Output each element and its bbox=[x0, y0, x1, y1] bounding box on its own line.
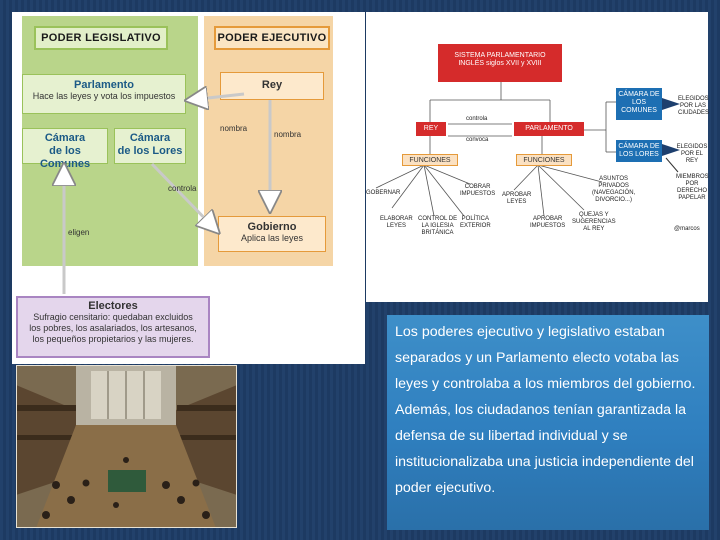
label-nombra-2: nombra bbox=[274, 130, 302, 139]
map-elegidos-lores-l2: POR EL REY bbox=[680, 151, 703, 164]
map-asuntos: ASUNTOS PRIVADOS (NAVEGACIÓN, DIVORCIO..… bbox=[592, 176, 635, 204]
map-elaborar: ELABORAR LEYES bbox=[380, 216, 413, 230]
map-camara-comunes: CÁMARA DE LOS COMUNES bbox=[616, 88, 662, 120]
map-politica-l1: POLÍTICA bbox=[461, 216, 489, 222]
map-aprobar-impuestos: APROBAR IMPUESTOS bbox=[530, 216, 565, 230]
map-parlamento: PARLAMENTO bbox=[514, 122, 584, 136]
legislative-header: PODER LEGISLATIVO bbox=[34, 26, 168, 50]
map-elegidos-comunes: ELEGIDOS POR LAS CIUDADES bbox=[678, 96, 710, 117]
lords-line1: Cámara bbox=[129, 132, 171, 144]
summary-text: Los poderes ejecutivo y legislativo esta… bbox=[395, 324, 696, 496]
lords-line2: de los Lores bbox=[117, 145, 183, 157]
map-miembros-l4: PAPELAR bbox=[678, 195, 706, 201]
executive-header: PODER EJECUTIVO bbox=[214, 26, 330, 50]
map-elegidos-lores: ELEGIDOS POR EL REY bbox=[676, 144, 708, 165]
map-camara-lores: CÁMARA DE LOS LORES bbox=[616, 140, 662, 162]
map-elaborar-l1: ELABORAR bbox=[380, 216, 413, 222]
map-credit: @marcos bbox=[674, 226, 700, 232]
map-elaborar-l2: LEYES bbox=[386, 223, 407, 229]
parliament-desc: Hace las leyes y vota los impuestos bbox=[32, 91, 176, 101]
map-aprobar-leyes-l2: LEYES bbox=[506, 199, 527, 205]
label-nombra-1: nombra bbox=[220, 124, 248, 133]
map-funciones-2: FUNCIONES bbox=[516, 154, 572, 166]
electors-line3: los pequeños propietarios y las mujeres. bbox=[32, 334, 194, 344]
electors-line1: Sufragio censitario: quedaban excluidos bbox=[33, 312, 193, 322]
map-control-iglesia-l1: CONTROL DE bbox=[418, 216, 458, 222]
diagram-arrows bbox=[12, 12, 365, 294]
concept-map-lines bbox=[375, 82, 680, 217]
map-quejas: QUEJAS Y SUGERENCIAS AL REY bbox=[572, 212, 616, 233]
map-funciones-1: FUNCIONES bbox=[402, 154, 458, 166]
government-desc: Aplica las leyes bbox=[240, 233, 304, 243]
electors-line2: los pobres, los asalariados, los artesan… bbox=[29, 323, 197, 333]
map-miembros-l3: DERECHO bbox=[676, 188, 707, 194]
map-politica-l2: EXTERIOR bbox=[460, 223, 491, 229]
map-camara-lores-l1: CÁMARA DE bbox=[618, 143, 660, 150]
powers-diagram: PODER LEGISLATIVO PODER EJECUTIVO Parlam… bbox=[12, 12, 365, 364]
electors-title: Electores bbox=[88, 300, 138, 312]
government-title: Gobierno bbox=[247, 221, 297, 233]
map-control-iglesia: CONTROL DE LA IGLESIA BRITÁNICA bbox=[418, 216, 457, 237]
government-box: Gobierno Aplica las leyes bbox=[218, 216, 326, 252]
parliament-painting bbox=[16, 365, 237, 528]
map-cobrar-l1: COBRAR bbox=[464, 184, 491, 190]
map-elegidos-comunes-l3: CIUDADES bbox=[678, 110, 710, 116]
map-politica: POLÍTICA EXTERIOR bbox=[460, 216, 491, 230]
commons-box: Cámara de los Comunes bbox=[22, 128, 108, 170]
map-asuntos-l2: PRIVADOS bbox=[598, 183, 629, 189]
electors-box: Electores Sufragio censitario: quedaban … bbox=[16, 296, 210, 358]
map-elegidos-comunes-l2: POR LAS bbox=[679, 103, 706, 109]
concept-map: SISTEMA PARLAMENTARIO INGLÉS siglos XVII… bbox=[366, 12, 710, 302]
map-asuntos-l4: DIVORCIO...) bbox=[595, 197, 632, 203]
map-aprobar-leyes: APROBAR LEYES bbox=[502, 192, 531, 206]
map-title-line2: INGLÉS siglos XVII y XVIII bbox=[458, 60, 542, 67]
map-rey: REY bbox=[416, 122, 446, 136]
map-control-iglesia-l3: BRITÁNICA bbox=[421, 230, 454, 236]
map-elegidos-comunes-l1: ELEGIDOS bbox=[678, 96, 709, 102]
label-eligen: eligen bbox=[68, 228, 90, 237]
map-elegidos-lores-l1: ELEGIDOS bbox=[676, 144, 708, 150]
map-miembros-l1: MIEMBROS bbox=[676, 174, 709, 180]
map-camara-lores-l2: LOS LORES bbox=[619, 151, 659, 158]
map-controla: controla bbox=[466, 116, 488, 122]
map-asuntos-l1: ASUNTOS bbox=[599, 176, 629, 182]
map-quejas-l1: QUEJAS Y bbox=[579, 212, 609, 218]
map-aprobar-impuestos-l1: APROBAR bbox=[532, 216, 563, 222]
lords-box: Cámara de los Lores bbox=[114, 128, 186, 164]
parliament-painting-image bbox=[16, 365, 237, 528]
map-title-box: SISTEMA PARLAMENTARIO INGLÉS siglos XVII… bbox=[438, 44, 562, 82]
map-camara-comunes-l1: CÁMARA DE bbox=[618, 91, 660, 98]
parliament-title: Parlamento bbox=[74, 79, 134, 91]
map-miembros: MIEMBROS POR DERECHO PAPELAR bbox=[676, 174, 709, 202]
label-controla: controla bbox=[168, 184, 197, 193]
map-camara-comunes-l2: LOS bbox=[631, 99, 646, 106]
king-title: Rey bbox=[261, 79, 283, 91]
map-quejas-l2: SUGERENCIAS bbox=[572, 219, 616, 225]
commons-line1: Cámara bbox=[44, 132, 86, 144]
map-title-line1: SISTEMA PARLAMENTARIO bbox=[454, 52, 546, 59]
summary-textbox: Los poderes ejecutivo y legislativo esta… bbox=[387, 315, 709, 530]
map-quejas-l3: AL REY bbox=[583, 226, 605, 232]
map-camara-comunes-l3: COMUNES bbox=[621, 107, 657, 114]
map-gobernar: GOBERNAR bbox=[366, 190, 401, 196]
map-convoca: convoca bbox=[466, 137, 489, 143]
map-miembros-l2: POR bbox=[685, 181, 699, 187]
map-aprobar-impuestos-l2: IMPUESTOS bbox=[530, 223, 566, 229]
map-cobrar-l2: IMPUESTOS bbox=[460, 191, 496, 197]
map-asuntos-l3: (NAVEGACIÓN, bbox=[592, 190, 636, 196]
map-aprobar-leyes-l1: APROBAR bbox=[502, 192, 532, 198]
map-control-iglesia-l2: LA IGLESIA bbox=[421, 223, 454, 229]
map-cobrar: COBRAR IMPUESTOS bbox=[460, 184, 495, 198]
